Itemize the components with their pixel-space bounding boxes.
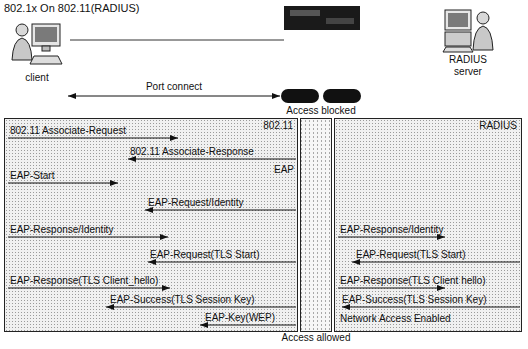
keyboard: [30, 56, 62, 64]
title-holder: 802.1x On 802.11(RADIUS): [4, 2, 140, 15]
message-arrow: [8, 237, 168, 238]
node-text: RADIUS: [335, 119, 521, 132]
blob-icon: [280, 88, 362, 104]
node-text: 802.11: [5, 119, 297, 132]
monitor: [445, 10, 471, 30]
access-point-detail: [326, 18, 354, 24]
label-holder: EAP-Request(TLS Start): [356, 249, 465, 261]
label-holder: EAP-Response(TLS Client hello): [340, 275, 486, 287]
message-arrow: [128, 159, 296, 160]
label-holder: EAP-Request(TLS Start): [150, 249, 259, 261]
person-body: [473, 26, 493, 50]
message-label: Network Access Enabled: [340, 313, 451, 325]
message-label: EAP-Response(TLS Client_hello): [10, 275, 158, 287]
message-label: EAP: [274, 164, 294, 176]
label-holder: EAP-Request/Identity: [148, 197, 244, 209]
message-label: EAP-Response(TLS Client hello): [340, 275, 486, 287]
edge-label-holder: Port connect: [146, 81, 202, 93]
message-label: EAP-Success(TLS Session Key): [342, 294, 487, 306]
client-icon: [10, 16, 64, 66]
diagram-title: 802.1x On 802.11(RADIUS): [4, 2, 140, 15]
monitor: [32, 24, 60, 46]
message-arrow: [338, 237, 445, 238]
edge-label: Port connect: [146, 81, 202, 93]
station-icon: client: [6, 16, 68, 84]
label-holder: EAP: [274, 164, 294, 176]
message-label: EAP-Start: [10, 170, 54, 182]
label-holder: 802.11 Associate-Request: [10, 125, 126, 137]
message-label: EAP-Request(TLS Start): [356, 249, 465, 261]
message-arrow: [338, 288, 445, 289]
server-case: [445, 32, 471, 46]
station-icon: RADIUS server: [436, 4, 500, 78]
message-arrows: [8, 138, 520, 325]
monitor-stand: [42, 46, 50, 51]
message-arrow: [352, 262, 520, 263]
message-arrow: [145, 210, 296, 211]
access-point: [284, 6, 360, 30]
node-text: client: [6, 72, 68, 84]
message-label: EAP-Response/Identity: [340, 224, 443, 236]
message-arrow: [148, 262, 296, 263]
node-text: RADIUS server: [436, 54, 500, 78]
person-body: [12, 38, 32, 60]
message-label: EAP-Response/Identity: [10, 224, 113, 236]
node-text: Access blocked: [280, 105, 362, 117]
monitor-screen: [448, 13, 468, 27]
port-state: Access blocked: [280, 88, 362, 117]
panel-ground: [334, 118, 522, 332]
label-holder: EAP-Key(WEP): [205, 312, 275, 324]
message-arrow: [200, 325, 296, 326]
label-holder: 802.11 Associate-Response: [130, 146, 254, 158]
message-label: EAP-Success(TLS Session Key): [110, 294, 255, 306]
message-label: EAP-Request(TLS Start): [150, 249, 259, 261]
port-ground: [300, 118, 332, 332]
message-arrow: [8, 288, 170, 289]
label-holder: EAP-Response/Identity: [10, 224, 113, 236]
port-blocked-shape: [323, 89, 361, 103]
port-blocked-shape: [281, 89, 319, 103]
access-point-detail: [290, 10, 320, 16]
message-arrow: [106, 307, 296, 308]
message-label: 802.11 Associate-Response: [130, 146, 254, 158]
keyboard: [443, 47, 473, 52]
message-arrow: [342, 307, 520, 308]
node-text: Access allowed: [282, 332, 351, 344]
monitor-screen: [35, 27, 57, 42]
person-head: [16, 24, 28, 36]
message-label: EAP-Request/Identity: [148, 197, 244, 209]
label-holder: Network Access Enabled: [340, 313, 451, 325]
server-icon: [441, 4, 495, 54]
connector: [68, 96, 280, 97]
label-holder: EAP-Success(TLS Session Key): [110, 294, 255, 306]
label-holder: EAP-Success(TLS Session Key): [342, 294, 487, 306]
message-arrow: [8, 183, 118, 184]
link-line: [70, 40, 284, 41]
person-head: [477, 12, 489, 24]
label-holder: EAP-Response(TLS Client_hello): [10, 275, 158, 287]
message-arrow: [8, 138, 178, 139]
message-label: 802.11 Associate-Request: [10, 125, 126, 137]
label-holder: EAP-Response/Identity: [340, 224, 443, 236]
protocol-panel: Access allowed: [300, 118, 332, 332]
message-label: EAP-Key(WEP): [205, 312, 275, 324]
panel-ground: [4, 118, 298, 332]
label-holder: EAP-Start: [10, 170, 54, 182]
